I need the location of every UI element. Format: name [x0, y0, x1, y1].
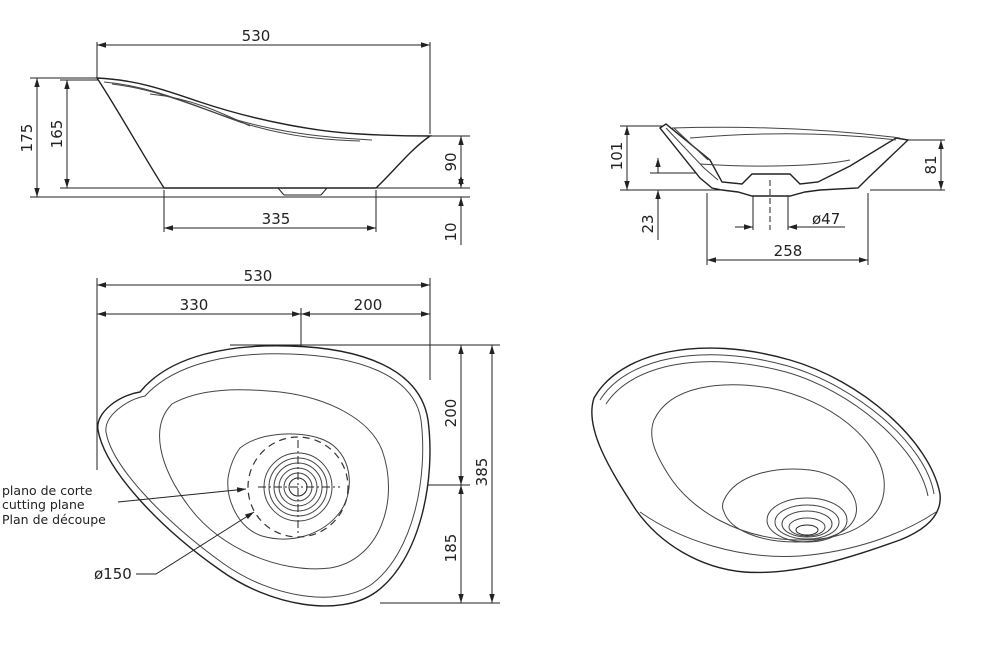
section-drain-diameter-dim: ø47 [812, 210, 840, 228]
side-width-dim: 530 [242, 27, 271, 45]
section-base-width-dim: 258 [774, 242, 803, 260]
top-width-dim: 530 [244, 267, 273, 285]
cutting-plane-label-en: cutting plane [2, 497, 85, 512]
section-view: 101 81 23 ø47 258 [608, 123, 945, 265]
side-drain-depth-dim: 10 [442, 222, 460, 241]
section-height-right-dim: 81 [922, 155, 940, 174]
top-right-offset-dim: 200 [354, 296, 383, 314]
top-view: 530 330 200 200 385 185 plano de corte c… [2, 267, 500, 607]
side-base-width-dim: 335 [262, 210, 291, 228]
basin-side-silhouette [95, 77, 433, 189]
side-height-dim: 175 [18, 124, 36, 153]
cutting-plane-circle [247, 436, 349, 538]
side-rim-height-dim: 90 [442, 152, 460, 171]
side-view: 530 335 175 165 90 10 [18, 27, 470, 245]
top-left-offset-dim: 330 [180, 296, 209, 314]
cutting-plane-label-es: plano de corte [2, 483, 93, 498]
top-top-offset-dim: 200 [442, 399, 460, 428]
cutting-plane-label-fr: Plan de découpe [2, 512, 106, 527]
top-depth-dim: 385 [473, 458, 491, 487]
basin-top-outer-rim [97, 345, 431, 607]
top-bottom-offset-dim: 185 [442, 534, 460, 563]
side-inner-height-dim: 165 [48, 120, 66, 149]
diameter-label: ø150 [94, 565, 132, 583]
perspective-view [591, 347, 941, 574]
section-base-offset-dim: 23 [639, 214, 657, 233]
section-height-left-dim: 101 [608, 142, 626, 171]
basin-section-left-wall [658, 123, 910, 197]
